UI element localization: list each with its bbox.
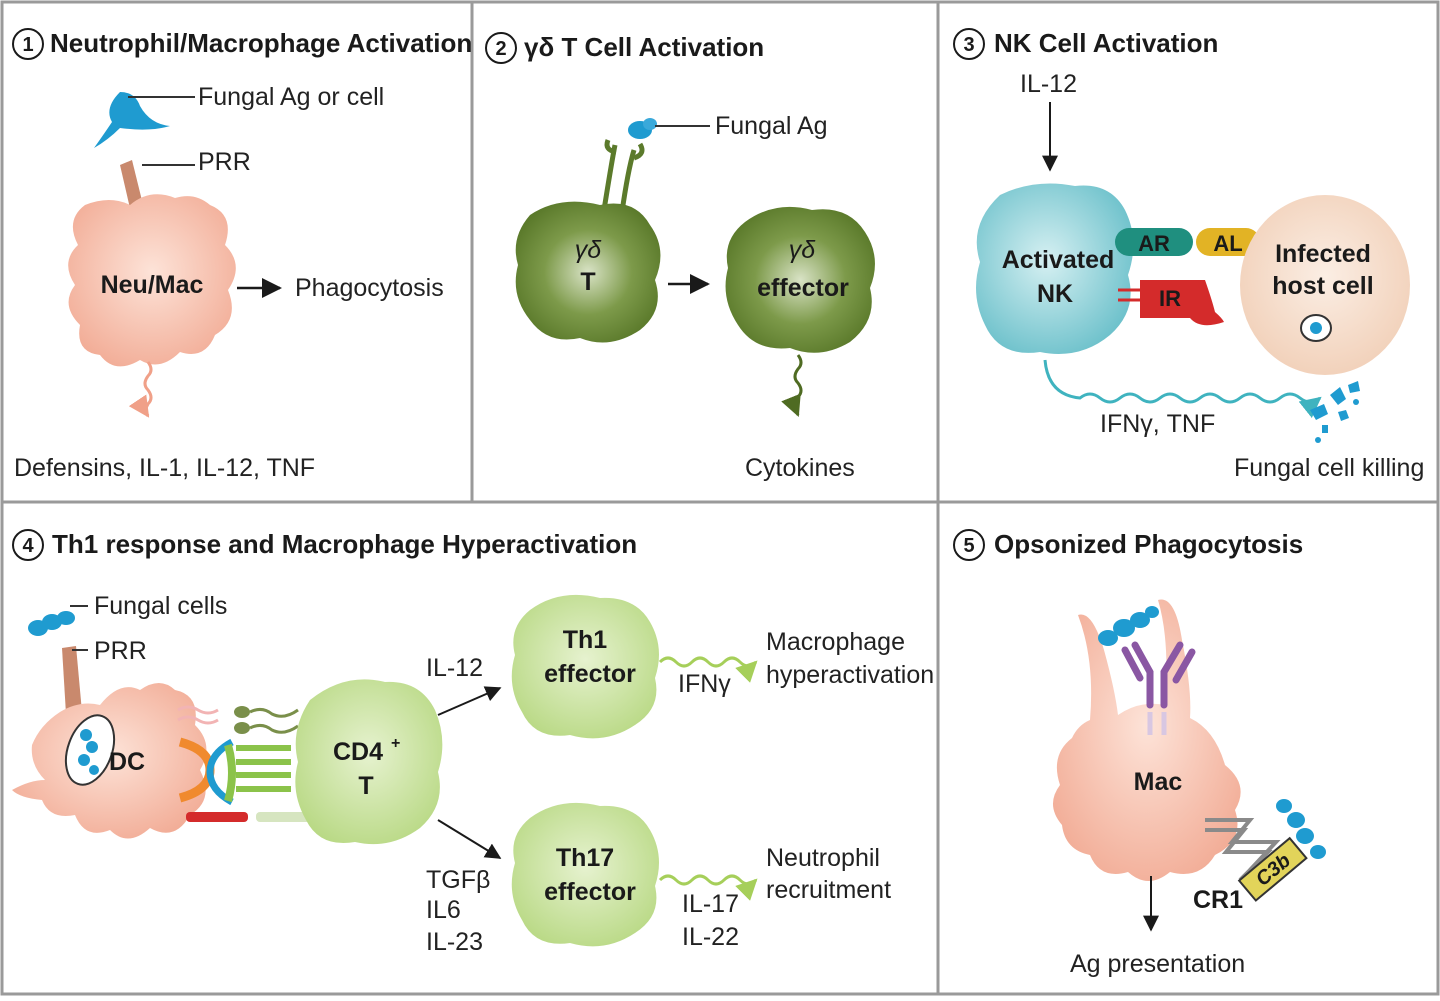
th17-effector-cell <box>511 802 659 947</box>
panel-th1-response: 4 Th1 response and Macrophage Hyperactiv… <box>12 529 934 956</box>
step-number: 3 <box>963 34 974 56</box>
cell-label-line2: T <box>580 268 595 296</box>
macrophage-cell <box>1052 599 1241 881</box>
panel-title: NK Cell Activation <box>994 28 1218 58</box>
th1-cytokine-label: IL-12 <box>426 654 483 682</box>
immune-synapse <box>177 705 316 822</box>
cell-label-line2: effector <box>757 274 849 302</box>
neutrophil-macrophage-cell <box>68 194 236 367</box>
secretion-squiggle <box>128 361 153 418</box>
cell-label-line2: effector <box>544 660 636 688</box>
prr-label: PRR <box>94 637 147 665</box>
cell-label-line2: host cell <box>1272 272 1373 300</box>
outcome-label: Phagocytosis <box>295 274 444 302</box>
panel-title: γδ T Cell Activation <box>524 32 764 62</box>
arrow <box>437 686 502 716</box>
step-number: 4 <box>22 535 34 557</box>
ir-label: IR <box>1159 286 1181 311</box>
step-number-badge <box>12 28 44 60</box>
fungal-antigen-icon <box>94 92 170 148</box>
cd4-t-cell <box>295 679 443 845</box>
panel-neutrophil-activation: 1 Neutrophil/Macrophage Activation Funga… <box>12 28 472 482</box>
gamma-delta-t-cell <box>515 201 661 343</box>
fungal-antigen-label: Fungal Ag <box>715 112 828 140</box>
cell-label-line1: γδ <box>575 236 603 264</box>
th17-secreted-2: IL-22 <box>682 923 739 951</box>
step-number-badge <box>953 28 985 60</box>
step-number-badge <box>12 529 44 561</box>
secreted-label: Defensins, IL-1, IL-12, TNF <box>14 454 315 482</box>
cell-label-line1: Th1 <box>563 626 608 654</box>
outcome-label: Fungal cell killing <box>1234 454 1424 482</box>
th1-outcome-line2: hyperactivation <box>766 661 934 689</box>
gamma-delta-effector-cell <box>725 206 875 353</box>
outcome-label: Ag presentation <box>1070 950 1245 978</box>
prr-receptor-icon <box>62 646 82 714</box>
panel-nk-cell-activation: 3 NK Cell Activation IL-12 Activated NK … <box>953 28 1424 482</box>
th1-outcome-line1: Macrophage <box>766 628 905 656</box>
step-number: 2 <box>495 38 506 60</box>
cell-label-line1: γδ <box>789 236 817 264</box>
cell-label: Neu/Mac <box>101 271 204 299</box>
cell-label-line1: CD4 <box>333 738 383 766</box>
cell-label-sup: + <box>391 735 400 752</box>
secreted-label: IFNγ, TNF <box>1100 410 1215 438</box>
step-number: 5 <box>963 535 974 557</box>
secreted-label: Cytokines <box>745 454 855 482</box>
prr-label: PRR <box>198 148 251 176</box>
th17-secreted-1: IL-17 <box>682 890 739 918</box>
inhibitory-receptor <box>1140 280 1224 326</box>
cell-label-line1: Th17 <box>556 844 614 872</box>
fungal-antigen-icon <box>1098 606 1159 646</box>
fungal-cells-icon <box>28 611 75 636</box>
fungal-fragments-icon <box>1310 381 1360 443</box>
arrow <box>437 819 502 859</box>
th17-cytokine-2: IL6 <box>426 896 461 924</box>
step-number-badge <box>485 32 517 64</box>
fungal-cells-label: Fungal cells <box>94 592 227 620</box>
fungal-antigen-label: Fungal Ag or cell <box>198 83 384 111</box>
panel-title: Th1 response and Macrophage Hyperactivat… <box>52 529 637 559</box>
secretion-squiggle <box>658 874 758 901</box>
step-number: 1 <box>22 34 33 56</box>
panel-opsonized-phagocytosis: 5 Opsonized Phagocytosis Mac <box>953 529 1326 978</box>
th17-cytokine-1: TGFβ <box>426 866 490 894</box>
antibody-icon <box>1121 641 1196 709</box>
cell-label-line2: effector <box>544 878 636 906</box>
activated-nk-cell <box>976 183 1134 354</box>
panel-title: Opsonized Phagocytosis <box>994 529 1303 559</box>
cell-label-line1: Infected <box>1275 240 1371 268</box>
step-number-badge <box>953 529 985 561</box>
cytokine-label: IL-12 <box>1020 70 1077 98</box>
th1-secreted-label: IFNγ <box>678 670 731 698</box>
cr1-label: CR1 <box>1193 886 1243 914</box>
cell-label-line2: T <box>358 772 373 800</box>
cell-label: DC <box>109 748 145 776</box>
ar-label: AR <box>1138 231 1170 256</box>
th17-outcome-line2: recruitment <box>766 876 891 904</box>
al-label: AL <box>1213 231 1242 256</box>
activating-ligand <box>1196 228 1260 256</box>
secretion-squiggle <box>781 354 803 417</box>
fungal-antigen-icon <box>1276 799 1326 859</box>
th1-effector-cell <box>511 594 659 739</box>
cell-label-line1: Activated <box>1002 246 1115 274</box>
secretion-squiggle <box>658 656 758 683</box>
cell-label: Mac <box>1134 768 1183 796</box>
panel-title: Neutrophil/Macrophage Activation <box>50 28 472 58</box>
secretion-squiggle <box>1043 359 1322 419</box>
th17-outcome-line1: Neutrophil <box>766 844 880 872</box>
th17-cytokine-3: IL-23 <box>426 928 483 956</box>
cell-label-line2: NK <box>1037 280 1073 308</box>
infected-host-cell <box>1240 195 1410 375</box>
panel-gamma-delta-t-cell: 2 γδ T Cell Activation Fungal Ag γδ T γδ… <box>485 32 875 482</box>
gamma-delta-tcr-icon <box>601 139 645 213</box>
activating-receptor <box>1115 228 1193 256</box>
cr1-receptor-icon <box>1205 818 1281 882</box>
